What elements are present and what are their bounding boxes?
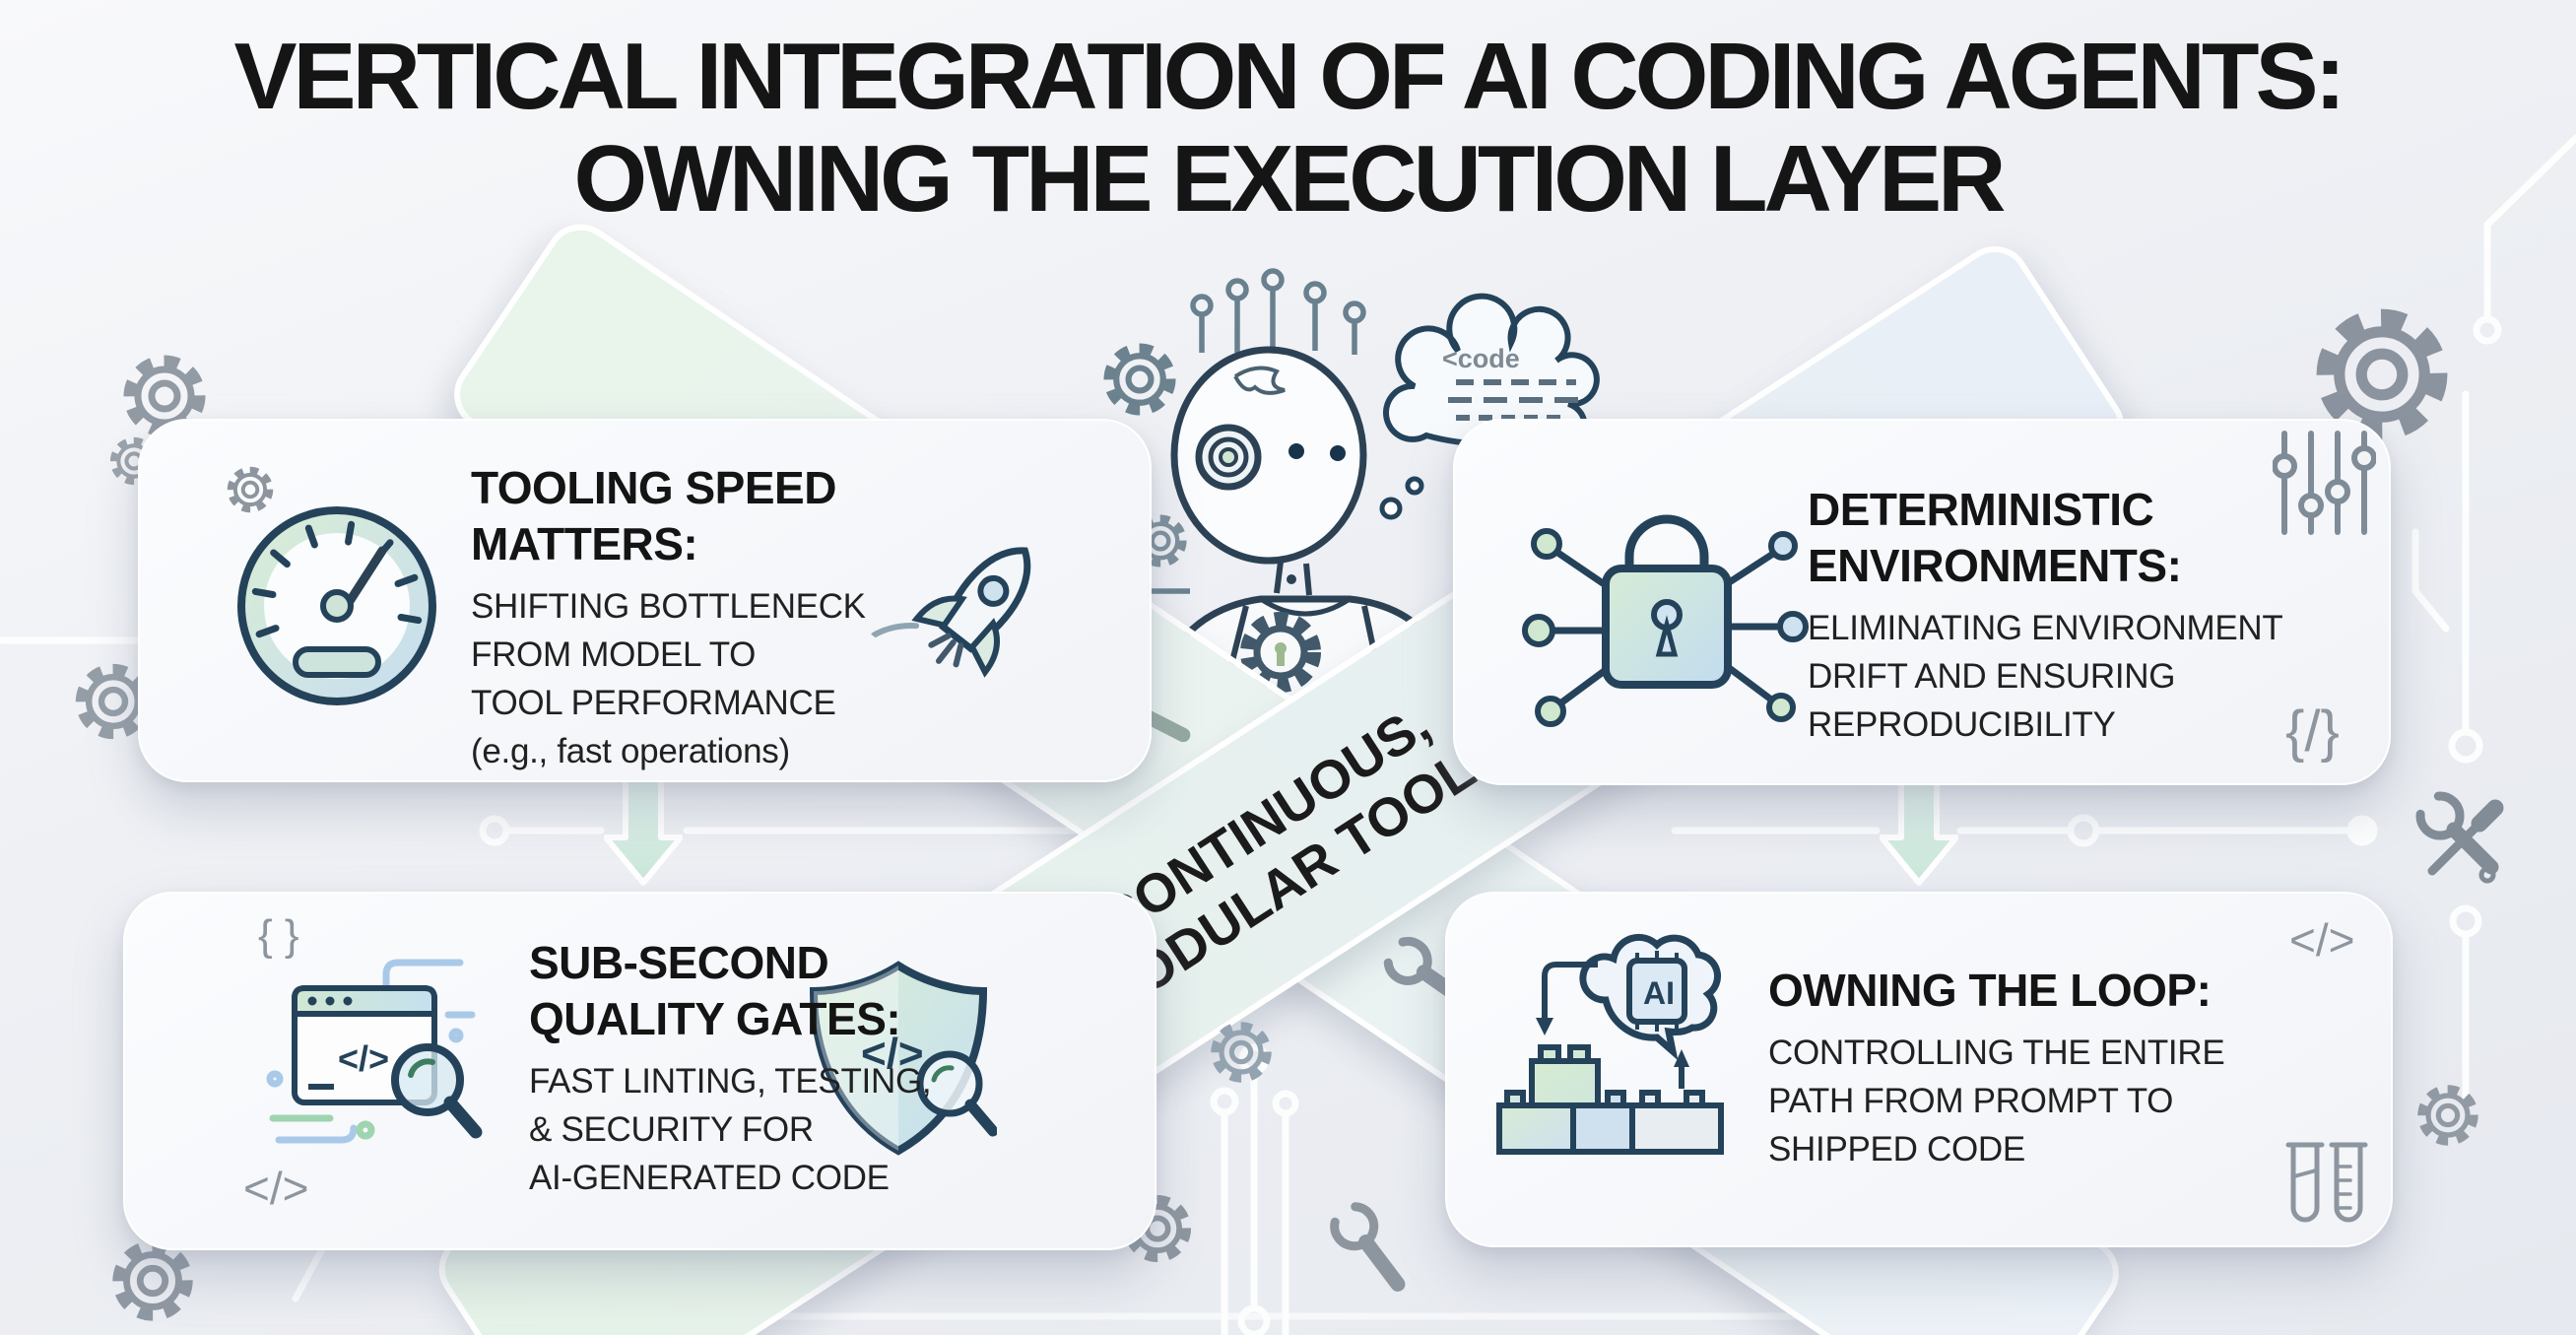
card-body-line: DRIFT AND ENSURING [1808, 657, 2176, 696]
card-body-line: SHIPPED CODE [1768, 1130, 2025, 1168]
window-code-tag: </> [338, 1038, 389, 1079]
rocket-icon [871, 547, 1031, 678]
gear-icon [2411, 1079, 2484, 1152]
owning-the-loop-text: OWNING THE LOOP: CONTROLLING THE ENTIRE … [1768, 963, 2225, 1173]
code-tag-icon: </> [2289, 914, 2355, 966]
card-body-line: FROM MODEL TO [471, 635, 757, 674]
tooling-speed-text: TOOLING SPEED MATTERS: SHIFTING BOTTLENE… [471, 460, 866, 775]
curly-braces-icon: { } [258, 911, 299, 960]
crossed-tools-icon [2404, 779, 2504, 884]
code-tag-icon: </> [243, 1163, 309, 1214]
card-heading: OWNING THE LOOP: [1768, 965, 2212, 1016]
card-body-line: FAST LINTING, TESTING, [529, 1062, 932, 1101]
gear-icon [1205, 1016, 1278, 1089]
card-heading: ENVIRONMENTS: [1808, 540, 2182, 591]
ai-chip-label: AI [1643, 975, 1675, 1011]
card-body-line: ELIMINATING ENVIRONMENT [1808, 609, 2283, 647]
card-body-line: TOOL PERFORMANCE [471, 684, 836, 722]
card-owning-the-loop: AI </> [1445, 892, 2393, 1247]
card-heading: DETERMINISTIC [1808, 484, 2154, 535]
magnifier-icon [916, 1050, 997, 1137]
card-heading: QUALITY GATES: [529, 993, 901, 1044]
page-title-line2: OWNING THE EXECUTION LAYER [573, 126, 2007, 232]
cloud-open-tag: <code [1442, 344, 1520, 373]
magnifier-icon [391, 1043, 483, 1139]
speedometer-icon [237, 506, 436, 705]
card-sub-second-quality-gates: { } </> [123, 892, 1156, 1250]
test-tubes-icon [2285, 1142, 2368, 1223]
card-body-line: (e.g., fast operations) [471, 732, 790, 770]
deterministic-environments-text: DETERMINISTIC ENVIRONMENTS: ELIMINATING … [1808, 482, 2283, 749]
shield-code-tag: </> [861, 1030, 924, 1078]
card-heading: SUB-SECOND [529, 937, 829, 988]
brace-slash-icon: {/} [2285, 700, 2340, 764]
card-body-line: CONTROLLING THE ENTIRE [1768, 1034, 2225, 1072]
page-title: VERTICAL INTEGRATION OF AI CODING AGENTS… [0, 26, 2576, 231]
card-body-line: PATH FROM PROMPT TO [1768, 1082, 2174, 1120]
card-body-line: & SECURITY FOR [529, 1110, 814, 1149]
sliders-icon [2273, 431, 2376, 535]
sub-second-quality-gates-text: SUB-SECOND QUALITY GATES: FAST LINTING, … [529, 935, 932, 1202]
card-body-line: REPRODUCIBILITY [1808, 705, 2116, 744]
card-body-line: SHIFTING BOTTLENECK [471, 587, 866, 626]
card-tooling-speed: TOOLING SPEED MATTERS: SHIFTING BOTTLENE… [138, 419, 1152, 782]
code-flow-decor [266, 959, 476, 1144]
code-window-icon: </> [292, 985, 483, 1139]
ai-brain-blocks-icon: AI [1496, 933, 1724, 1155]
page-title-line1: VERTICAL INTEGRATION OF AI CODING AGENTS… [233, 24, 2346, 129]
down-arrow-left [604, 767, 683, 886]
wrench-icon [1314, 1191, 1425, 1302]
padlock-network-icon [1522, 514, 1809, 727]
card-heading: TOOLING SPEED [471, 462, 836, 513]
card-heading: MATTERS: [471, 518, 698, 569]
robot-head [1170, 346, 1367, 618]
security-shield-icon: </> [809, 961, 997, 1156]
card-deterministic-environments: {/} DETERMINISTIC ENVIRONMENTS: ELIMINAT… [1453, 419, 2391, 785]
card-body-line: AI-GENERATED CODE [529, 1159, 890, 1197]
